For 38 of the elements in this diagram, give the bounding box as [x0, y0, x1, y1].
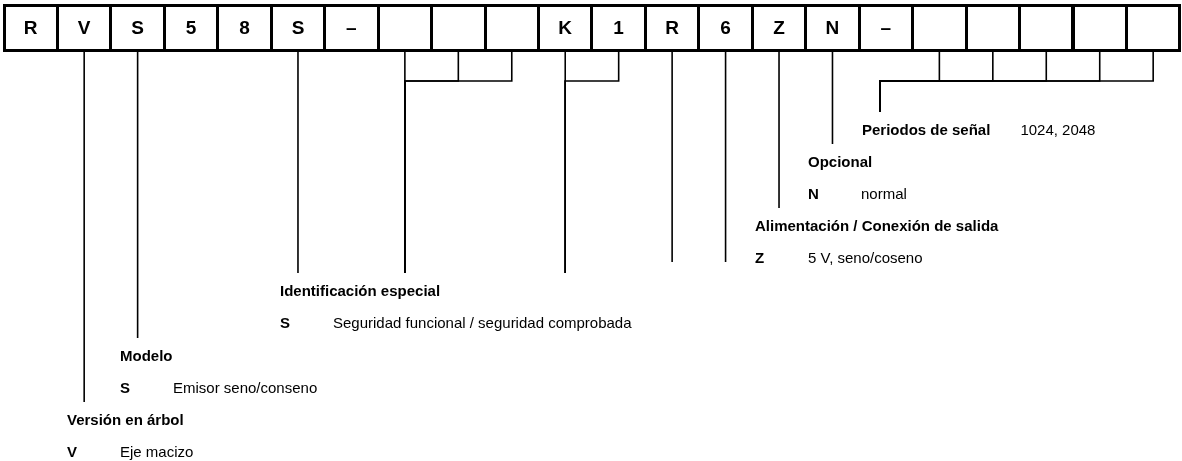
field-heading: Periodos de señal — [862, 121, 991, 138]
blank-code-cell — [911, 4, 968, 52]
leader-line — [831, 51, 834, 145]
option-code: N — [808, 184, 820, 204]
field-heading: Versión en árbol — [67, 411, 184, 428]
leader-line — [404, 51, 513, 274]
option-code: Z — [755, 248, 766, 268]
field-heading: Modelo — [120, 347, 173, 364]
type-code-cell: – — [323, 4, 380, 52]
type-code-cell: R — [2, 4, 59, 52]
blank-code-cell — [1018, 4, 1075, 52]
blank-code-cell — [430, 4, 487, 52]
option-values: 1024, 2048 — [1020, 121, 1096, 138]
type-code-cell: 1 — [590, 4, 647, 52]
option-code: V — [67, 442, 78, 461]
option-description: Seguridad funcional / seguridad comprobada — [333, 314, 632, 331]
leader-line — [297, 51, 299, 274]
type-code-cell: S — [109, 4, 166, 52]
option-description: 5 V, seno/coseno — [808, 249, 923, 266]
type-code-cell: 8 — [216, 4, 273, 52]
leader-line — [136, 51, 139, 339]
option-description: Eje macizo — [120, 443, 194, 460]
option-code: S — [120, 378, 131, 398]
option-description: Emisor seno/conseno — [173, 379, 318, 396]
type-code-cell: N — [804, 4, 861, 52]
leader-line — [83, 51, 85, 403]
option-description: normal — [861, 185, 907, 202]
blank-code-cell — [1071, 4, 1128, 52]
leader-line — [724, 51, 727, 263]
field-heading: Opcional — [808, 153, 873, 170]
leader-line — [671, 51, 673, 263]
field-heading: Identificación especial — [280, 282, 441, 299]
option-code: S — [280, 313, 291, 333]
leader-line — [778, 51, 780, 209]
field-heading: Alimentación / Conexión de salida — [755, 217, 999, 234]
leader-line — [879, 51, 1154, 113]
type-code-cell: 6 — [697, 4, 754, 52]
leader-line — [564, 51, 620, 274]
